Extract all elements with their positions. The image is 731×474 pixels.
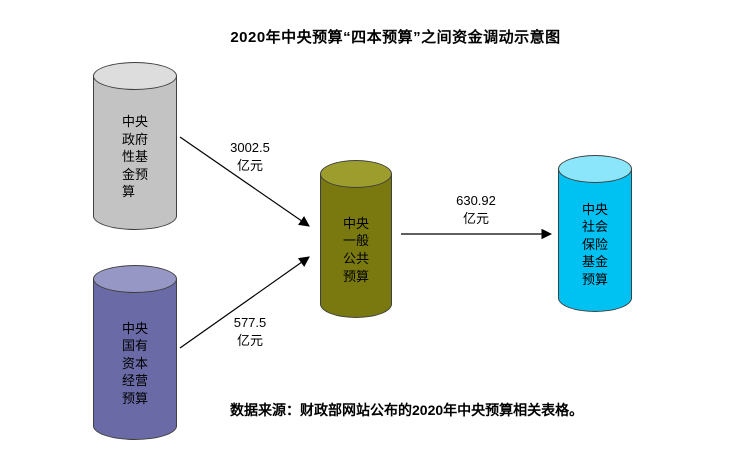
cylinder-top (93, 62, 177, 90)
cylinder-top (558, 155, 632, 183)
node-label: 中央 国有 资本 经营 预算 (121, 320, 148, 406)
cylinder-top (93, 265, 177, 293)
cylinder-body (93, 76, 177, 230)
node-label: 中央 社会 保险 基金 预算 (581, 201, 608, 287)
node-label: 中央 政府 性基 金预 算 (121, 114, 148, 200)
cylinder-top (320, 160, 392, 188)
flow-amount-soe-to-general: 577.5 亿元 (233, 315, 267, 349)
node-central-general-public-budget: 中央 一般 公共 预算 (320, 160, 392, 318)
node-central-government-fund-budget: 中央 政府 性基 金预 算 (93, 62, 177, 230)
cylinder-body (558, 169, 632, 312)
data-source-note: 数据来源：财政部网站公布的2020年中央预算相关表格。 (230, 402, 584, 418)
node-label: 中央 一般 公共 预算 (342, 215, 369, 284)
node-central-soe-capital-operating-budget: 中央 国有 资本 经营 预算 (93, 265, 177, 440)
flow-amount-general-to-social: 630.92 亿元 (456, 193, 496, 227)
cylinder-body (93, 279, 177, 440)
cylinder-body (320, 174, 392, 318)
flow-amount-gov-fund-to-general: 3002.5 亿元 (230, 140, 270, 174)
node-central-social-insurance-fund-budget: 中央 社会 保险 基金 预算 (558, 155, 632, 312)
diagram-title: 2020年中央预算“四本预算”之间资金调动示意图 (230, 29, 561, 46)
